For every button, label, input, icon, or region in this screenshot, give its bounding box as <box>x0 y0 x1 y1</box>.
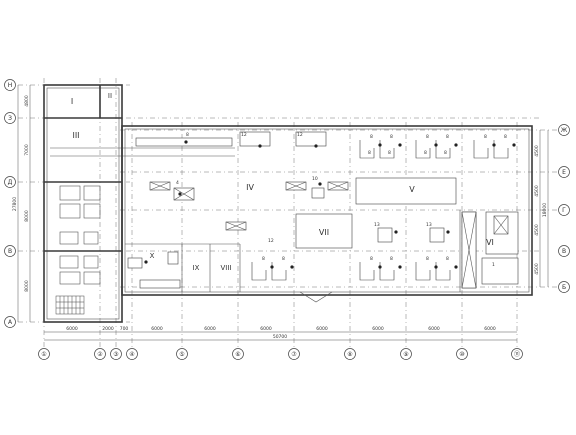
axis-bubble-label: Б <box>562 284 566 291</box>
equipment-tags: 8 8 8 8 8 8 8 8 8 8 8 8 8 8 8 8 12 12 13… <box>176 132 507 268</box>
dim-label: 8000 <box>24 210 30 222</box>
annex-stair <box>55 295 85 315</box>
equipment-tag: 13 <box>426 222 432 228</box>
axis-bubble-label: ⑦ <box>291 351 297 358</box>
equipment-tag: 8 <box>424 150 427 156</box>
axis-bubble-label: ⑪ <box>514 350 520 358</box>
room-label: VI <box>486 238 494 247</box>
dim-label: 4800 <box>24 95 30 107</box>
equipment-tag: 8 <box>390 134 393 140</box>
room-label: V <box>409 185 415 194</box>
equipment-tag: 8 <box>370 256 373 262</box>
axis-bubble-label: Е <box>562 169 566 176</box>
equipment-tag: 8 <box>484 134 487 140</box>
room-label: VII <box>319 228 329 237</box>
dim-label: 6000 <box>428 326 440 332</box>
dim-label: 6000 <box>260 326 272 332</box>
dim-label: 2000 <box>102 326 114 332</box>
axis-bubble-label: Ж <box>561 127 568 134</box>
room-label: VIII <box>221 264 232 272</box>
axis-bubble-label: Н <box>8 82 13 89</box>
equipment-tag: 8 <box>282 256 285 262</box>
axis-bubble-label: ⑧ <box>347 351 352 358</box>
equipment-blocks <box>135 131 519 289</box>
room-label: III <box>72 131 79 140</box>
dim-label: 6000 <box>316 326 328 332</box>
axis-bubble-label: ③ <box>113 351 118 358</box>
dim-left-labels: 4800 7000 8000 8000 27800 <box>12 95 30 292</box>
equipment-tag: 4 <box>176 180 179 186</box>
dim-label: 6000 <box>151 326 163 332</box>
equipment-tag: 12 <box>297 132 303 138</box>
axis-bubbles-bottom: ① ② ③ ④ ⑤ ⑥ ⑦ ⑧ ⑨ ⑩ ⑪ <box>38 348 523 360</box>
equipment-tag: 8 <box>368 150 371 156</box>
axis-bubble-label: Д <box>8 179 13 186</box>
dim-label: 8000 <box>24 280 30 292</box>
equipment-tag: 1 <box>492 262 495 268</box>
axis-bubble-label: ① <box>41 351 46 358</box>
axis-bubble-label: ⑥ <box>235 351 240 358</box>
dimension-lines <box>17 85 549 341</box>
room-label: II <box>108 92 112 100</box>
dim-right-labels: 4500 4500 4500 4500 18000 <box>534 145 548 275</box>
axis-bubble-label: В <box>562 248 566 255</box>
room-label: IV <box>246 183 254 192</box>
equipment-tag: 10 <box>312 176 318 182</box>
axis-bubble-label: В <box>8 248 12 255</box>
equipment-tag: 8 <box>262 256 265 262</box>
equipment-tag: 12 <box>268 238 274 244</box>
dim-total-label: 18000 <box>542 203 548 217</box>
dim-label: 4500 <box>534 224 540 236</box>
machine-symbols <box>127 140 509 289</box>
equipment-tag: 12 <box>241 132 247 138</box>
dim-label: 4500 <box>534 263 540 275</box>
room-label: X <box>150 252 155 260</box>
outlet-markers <box>144 140 516 269</box>
equipment-tag: 8 <box>186 132 189 138</box>
dim-label: 6000 <box>66 326 78 332</box>
axis-bubble-label: З <box>8 115 12 122</box>
equipment-tag: 8 <box>446 256 449 262</box>
annex-walls <box>43 84 235 323</box>
axis-bubbles-left: Н З Д В А <box>4 79 16 328</box>
equipment-tag: 8 <box>444 150 447 156</box>
equipment-tag: 8 <box>426 256 429 262</box>
room-label: I <box>71 97 73 106</box>
equipment-tag: 8 <box>390 256 393 262</box>
equipment-tag: 8 <box>388 150 391 156</box>
axis-bubble-label: Г <box>562 207 566 214</box>
axis-bubble-label: ⑤ <box>179 351 184 358</box>
dim-label: 6000 <box>372 326 384 332</box>
dim-total-label: 50700 <box>273 334 287 340</box>
dim-label: 7000 <box>24 144 30 156</box>
axis-bubble-label: А <box>8 319 13 326</box>
room-labels: I II III IV V VI VII VIII IX X <box>71 92 494 272</box>
dim-label: 4500 <box>534 185 540 197</box>
equipment-tag: 8 <box>446 134 449 140</box>
dim-label: 6000 <box>484 326 496 332</box>
dim-label: 700 <box>120 326 129 332</box>
dim-label: 4500 <box>534 145 540 157</box>
axis-bubble-label: ⑩ <box>459 351 464 358</box>
dim-total-label: 27800 <box>12 197 18 211</box>
equipment-tag: 8 <box>370 134 373 140</box>
axis-bubble-label: ② <box>97 351 103 358</box>
room-label: IX <box>193 264 200 272</box>
equipment-tag: 8 <box>504 134 507 140</box>
axis-bubbles-right: Ж Е Г В Б <box>558 124 570 293</box>
equipment-tag: 13 <box>374 222 380 228</box>
equipment-tag: 8 <box>426 134 429 140</box>
dim-label: 6000 <box>204 326 216 332</box>
dim-bottom-labels: 6000 2000 700 6000 6000 6000 6000 6000 6… <box>66 326 496 340</box>
axis-bubble-label: ④ <box>129 351 134 358</box>
axis-bubble-label: ⑨ <box>403 351 408 358</box>
